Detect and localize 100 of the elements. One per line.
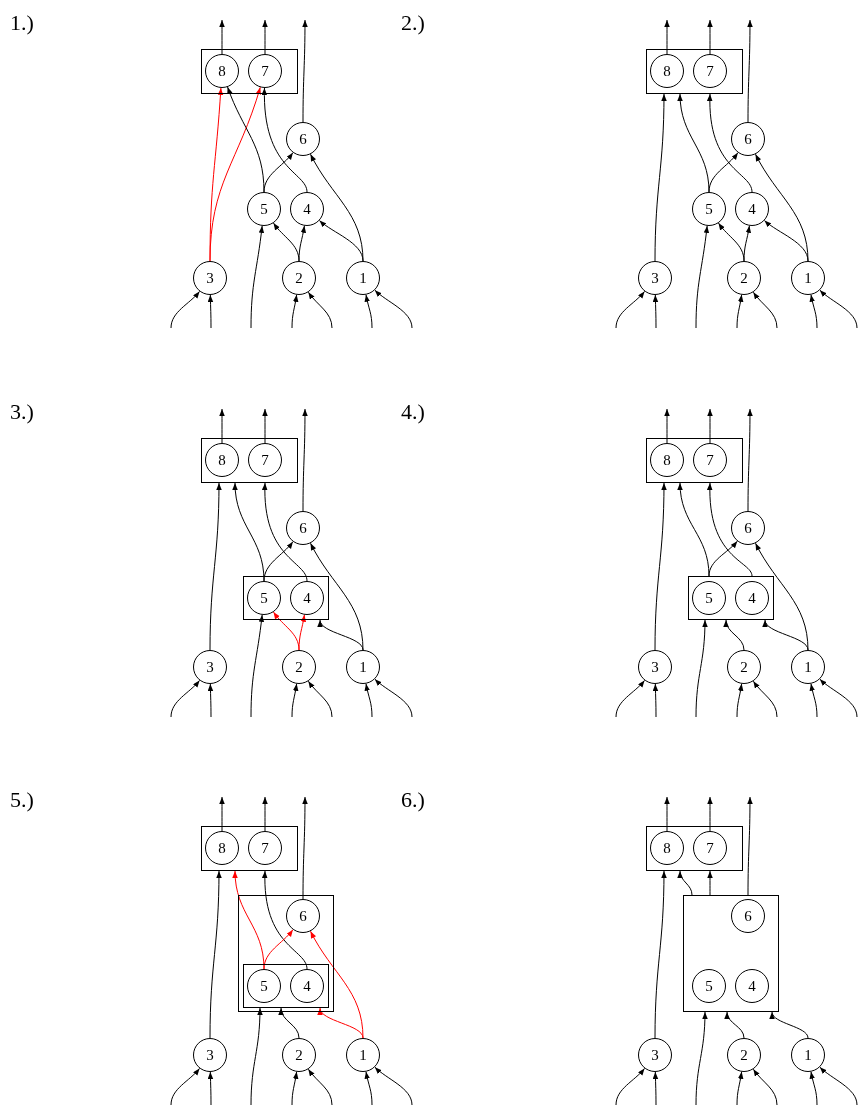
arrow	[695, 1011, 708, 1106]
group-frame	[683, 895, 779, 1012]
arrow	[695, 619, 708, 718]
arrow	[615, 290, 646, 329]
arrow	[707, 482, 753, 577]
group-frame	[688, 576, 774, 620]
arrow	[219, 19, 225, 55]
arrow	[654, 93, 667, 262]
arrow	[279, 1007, 300, 1039]
arrow	[262, 19, 268, 55]
arrow	[273, 611, 300, 651]
arrow	[298, 614, 306, 651]
arrow	[736, 1071, 744, 1106]
arrow	[654, 870, 667, 1039]
arrow	[809, 294, 818, 329]
arrow	[262, 870, 308, 970]
panel-label: 5.)	[10, 789, 34, 811]
arrow	[232, 870, 265, 970]
arrow	[263, 152, 294, 193]
arrow	[664, 796, 670, 832]
arrow	[364, 294, 373, 329]
arrow	[302, 19, 308, 123]
arrow	[707, 408, 713, 444]
arrow	[374, 678, 413, 718]
arrow	[262, 408, 268, 444]
group-frame	[238, 895, 334, 1012]
arrow	[615, 1067, 646, 1106]
group-frame	[243, 964, 329, 1008]
arrow	[747, 19, 753, 123]
arrow	[652, 683, 659, 718]
panel-label: 2.)	[401, 12, 425, 34]
group-frame	[646, 49, 743, 94]
arrow	[302, 408, 308, 512]
arrow	[250, 225, 265, 329]
arrow	[209, 870, 222, 1039]
group-frame	[243, 576, 329, 620]
arrow	[250, 614, 265, 718]
arrow	[302, 796, 308, 900]
arrow	[374, 289, 413, 329]
arrow	[291, 1071, 299, 1106]
arrow	[707, 796, 713, 832]
arrow	[207, 294, 214, 329]
arrow	[724, 619, 745, 651]
arrow	[752, 291, 778, 329]
arrow	[677, 93, 710, 193]
group-frame	[201, 49, 298, 94]
arrow	[725, 1011, 745, 1039]
arrow	[209, 482, 222, 651]
arrow	[273, 222, 300, 262]
arrow	[819, 289, 858, 329]
arrow	[262, 482, 308, 582]
arrow	[736, 683, 744, 718]
arrow	[250, 1007, 263, 1106]
arrow	[232, 482, 265, 582]
arrow	[170, 1067, 201, 1106]
arrow	[747, 796, 753, 896]
arrow	[652, 1071, 659, 1106]
arrow	[319, 619, 364, 651]
arrow	[695, 225, 710, 329]
panel-label: 3.)	[10, 401, 34, 423]
arrow	[743, 225, 751, 262]
arrow	[307, 1068, 333, 1106]
arrow	[364, 683, 373, 718]
arrow	[615, 679, 646, 718]
panel-label: 4.)	[401, 401, 425, 423]
arrow	[707, 870, 713, 896]
arrow	[819, 1066, 858, 1106]
arrow	[170, 290, 201, 329]
arrow	[677, 870, 693, 896]
arrow	[319, 1007, 364, 1039]
arrow	[298, 225, 306, 262]
group-frame	[646, 826, 743, 871]
arrow	[819, 678, 858, 718]
arrow	[654, 482, 667, 651]
group-frame	[201, 438, 298, 483]
panel-label: 6.)	[401, 789, 425, 811]
arrow	[677, 482, 710, 577]
arrow	[307, 291, 333, 329]
arrow	[374, 1066, 413, 1106]
arrow	[809, 683, 818, 718]
arrow	[291, 294, 299, 329]
arrow	[227, 86, 265, 193]
arrow	[664, 19, 670, 55]
arrow	[291, 683, 299, 718]
arrow	[718, 222, 745, 262]
arrow	[764, 619, 809, 651]
arrow	[708, 540, 738, 577]
arrow	[261, 87, 308, 193]
panel-label: 1.)	[10, 12, 34, 34]
arrow	[707, 93, 753, 193]
arrow	[652, 294, 659, 329]
arrow	[708, 152, 739, 193]
arrow	[207, 1071, 214, 1106]
arrow	[209, 87, 224, 262]
arrow	[707, 19, 713, 55]
arrow	[170, 679, 201, 718]
arrow	[207, 683, 214, 718]
arrow	[209, 86, 261, 262]
arrow	[809, 1071, 818, 1106]
arrow	[318, 220, 364, 262]
